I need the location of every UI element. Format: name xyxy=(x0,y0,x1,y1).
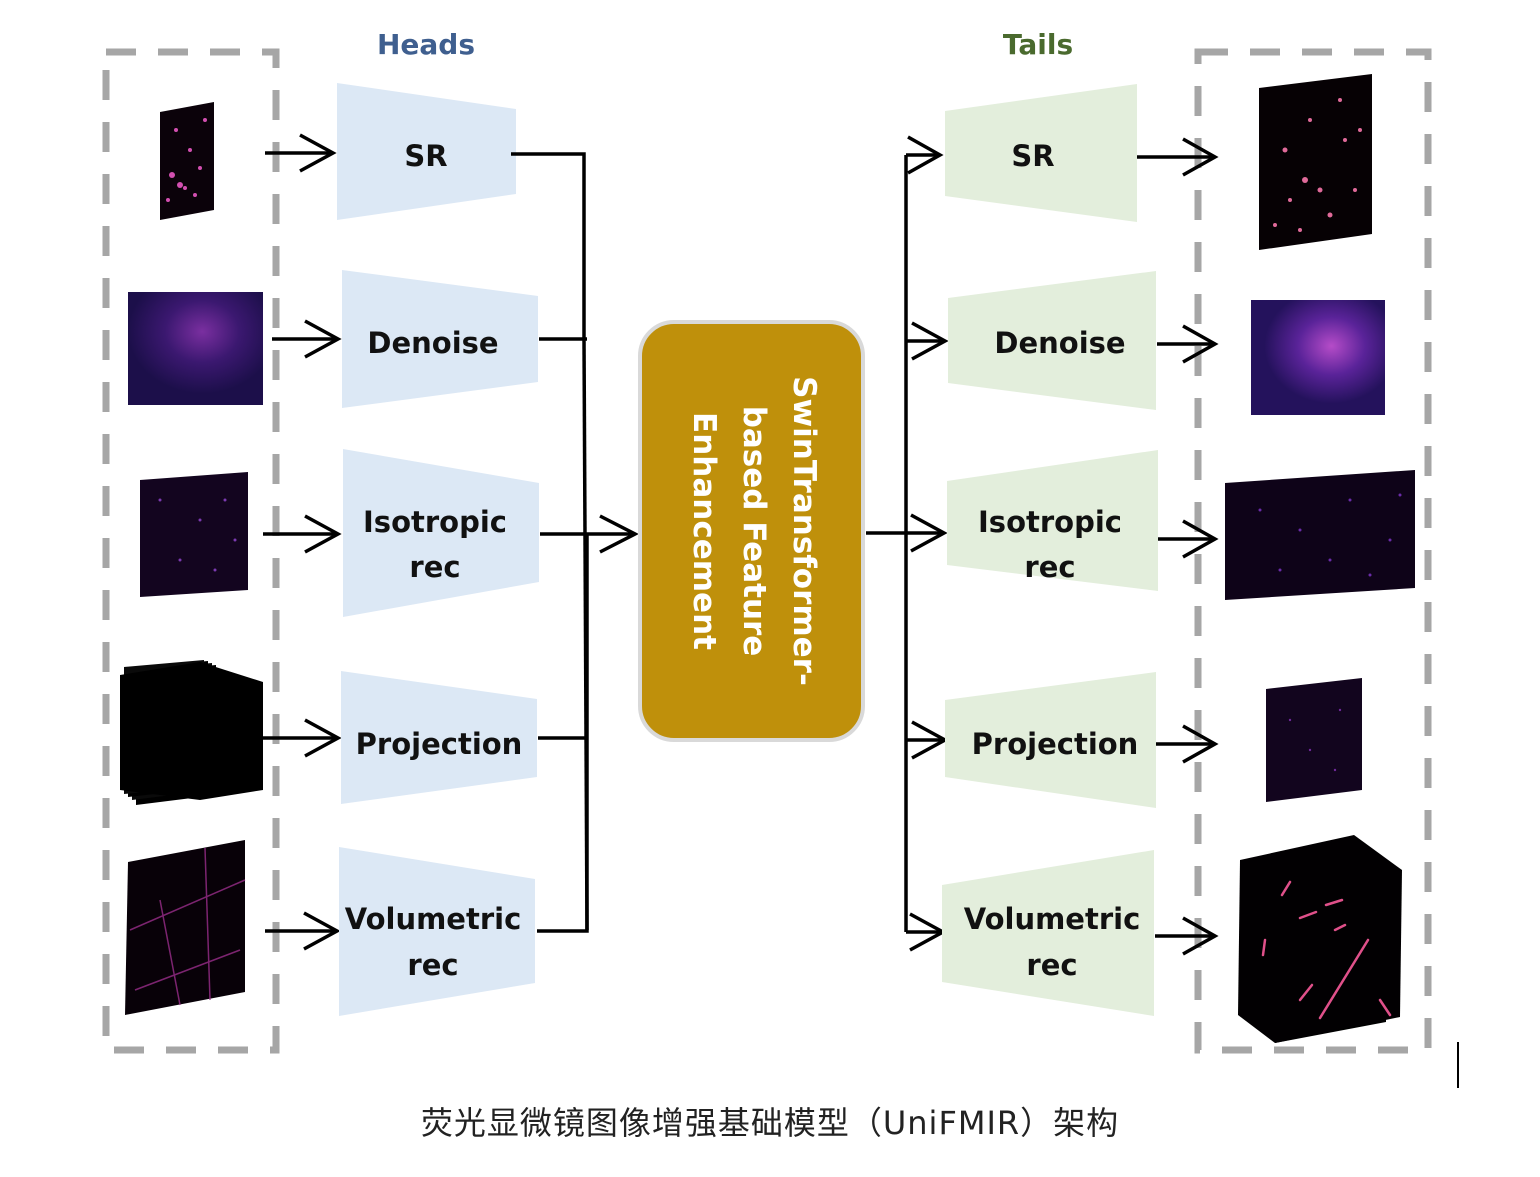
input-image-projection-stack xyxy=(120,660,263,805)
center-label-line-2: based Feature xyxy=(736,406,772,657)
output-image-sr xyxy=(1259,74,1372,250)
center-block: SwinTransformer- based Feature Enhanceme… xyxy=(638,320,865,742)
tail-connectors xyxy=(866,135,949,952)
head-block-denoise: Denoise xyxy=(342,270,538,408)
head-block-volumetric: Volumetric rec xyxy=(339,847,535,1016)
tail-label-denoise: Denoise xyxy=(994,326,1125,360)
output-image-projection xyxy=(1266,678,1362,802)
head-label-volumetric-2: rec xyxy=(407,948,458,982)
tail-label-projection: Projection xyxy=(972,727,1139,761)
head-label-projection: Projection xyxy=(356,727,523,761)
head-label-isotropic-2: rec xyxy=(409,550,460,584)
output-image-volumetric-stack xyxy=(1238,835,1402,1043)
input-images-frame xyxy=(102,48,280,1054)
tail-label-isotropic-2: rec xyxy=(1024,550,1075,584)
tail-block-denoise: Denoise xyxy=(948,271,1156,410)
output-image-denoise xyxy=(1251,300,1385,415)
head-label-isotropic-1: Isotropic xyxy=(363,505,507,539)
figure-caption: 荧光显微镜图像增强基础模型（UniFMIR）架构 xyxy=(420,1104,1120,1142)
tails-title: Tails xyxy=(1003,28,1073,61)
input-image-volumetric xyxy=(125,840,246,1015)
output-images-frame xyxy=(1194,48,1432,1054)
output-arrows xyxy=(1137,137,1219,956)
center-label-line-1: SwinTransformer- xyxy=(786,376,822,686)
tail-label-volumetric-2: rec xyxy=(1026,948,1077,982)
tail-block-sr: SR xyxy=(945,84,1137,222)
head-block-isotropic: Isotropic rec xyxy=(343,449,539,617)
input-image-sr xyxy=(160,102,214,220)
tail-block-isotropic: Isotropic rec xyxy=(947,450,1158,591)
tail-label-volumetric-1: Volumetric xyxy=(964,902,1141,936)
text-cursor xyxy=(1457,1042,1459,1088)
head-label-volumetric-1: Volumetric xyxy=(345,902,522,936)
input-image-isotropic xyxy=(140,472,248,597)
head-label-sr: SR xyxy=(404,139,447,173)
center-label-line-3: Enhancement xyxy=(686,412,722,650)
head-block-sr: SR xyxy=(337,83,516,220)
input-arrows xyxy=(263,133,342,951)
head-label-denoise: Denoise xyxy=(367,326,498,360)
tail-block-projection: Projection xyxy=(945,672,1156,808)
tail-block-volumetric: Volumetric rec xyxy=(942,850,1154,1016)
head-connectors xyxy=(511,152,639,933)
head-block-projection: Projection xyxy=(341,671,537,804)
tail-label-sr: SR xyxy=(1011,139,1054,173)
output-image-isotropic xyxy=(1225,470,1415,600)
tail-label-isotropic-1: Isotropic xyxy=(978,505,1122,539)
heads-title: Heads xyxy=(377,28,475,61)
input-image-denoise xyxy=(128,292,263,405)
